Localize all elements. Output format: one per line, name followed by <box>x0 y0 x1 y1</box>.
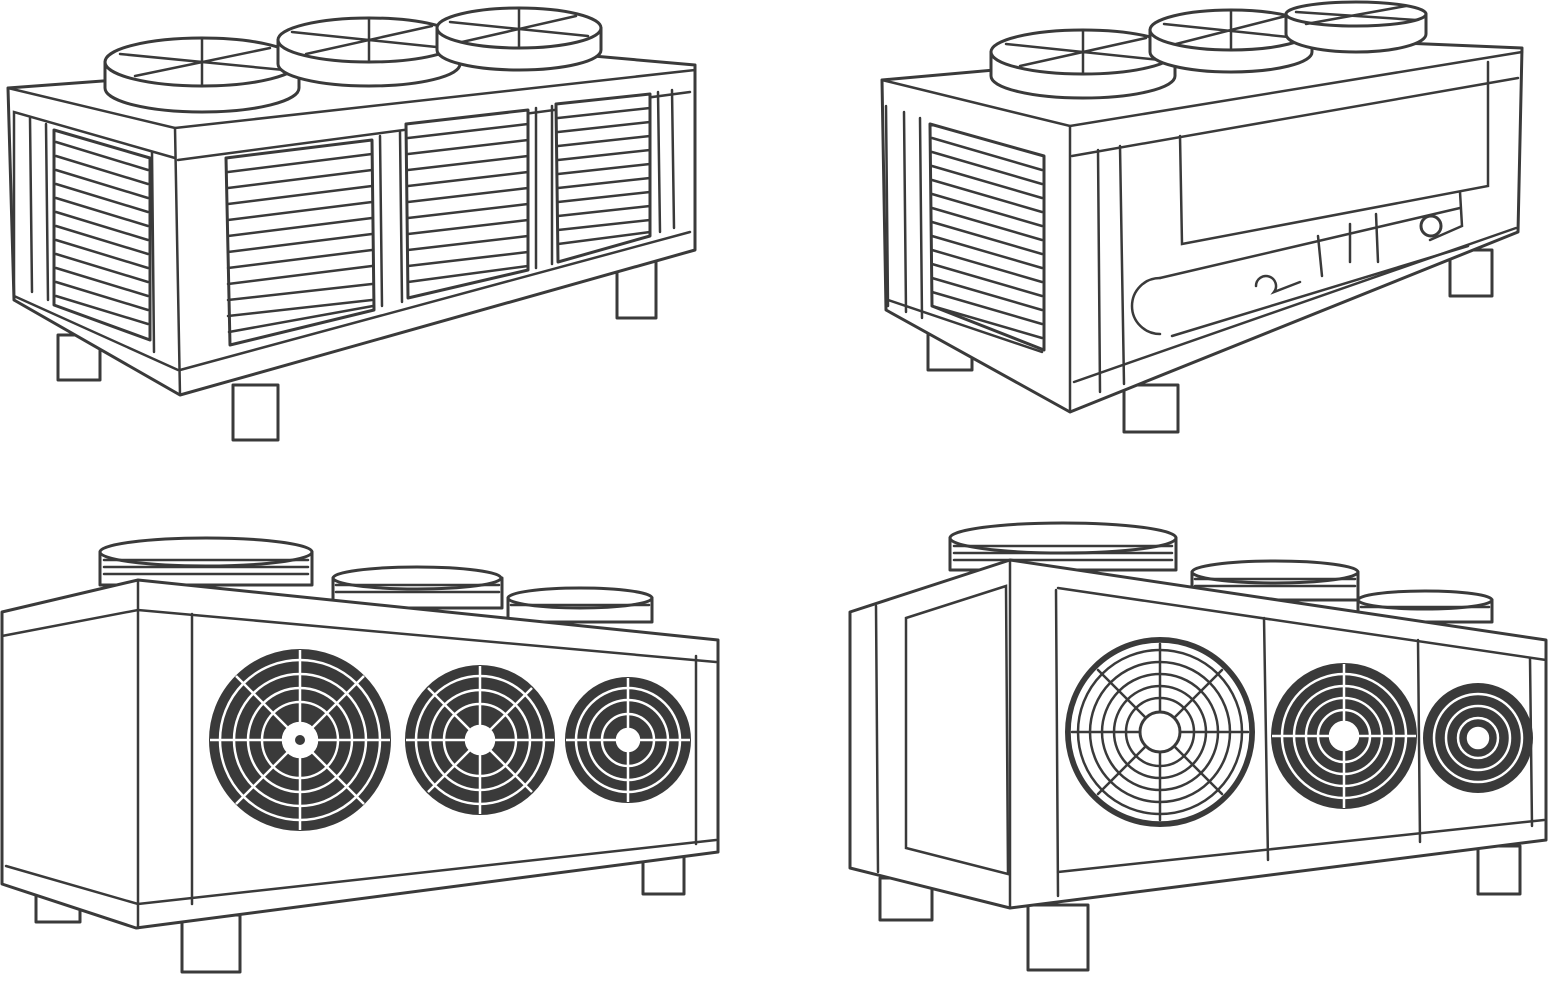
unit-3-front-fan-1 <box>209 649 391 831</box>
unit-4-front-fan-1 <box>1065 637 1255 827</box>
unit-1-louver-front-2 <box>404 108 530 300</box>
unit-4-front-fans-angled <box>848 521 1548 972</box>
unit-1-louver-left <box>52 128 152 342</box>
unit-1-top-fans-side-louvers <box>6 6 697 442</box>
unit-2-top-fan-1 <box>989 28 1177 100</box>
unit-2-top-fan-3 <box>1284 0 1428 54</box>
unit-3-top-fan-3 <box>506 586 654 624</box>
unit-4-front-fan-2 <box>1271 663 1417 809</box>
unit-3-top-fan-1 <box>98 536 314 587</box>
unit-1-top-fan-3 <box>435 6 603 72</box>
unit-1-top-fan-2 <box>276 16 462 88</box>
unit-3-front-fans <box>0 536 720 974</box>
unit-3-front-fan-3 <box>565 677 691 803</box>
unit-4-top-fan-1 <box>948 521 1178 572</box>
unit-1-legs <box>56 258 658 442</box>
unit-2-top-fan-2 <box>1148 8 1314 74</box>
unit-1-top-fan-1 <box>103 36 301 114</box>
unit-4-legs <box>878 844 1522 972</box>
unit-2-top-fans-service-side <box>880 0 1524 434</box>
unit-3-top-fan-2 <box>331 565 504 610</box>
unit-1-louver-front-1 <box>224 138 376 347</box>
unit-1-louver-front-3 <box>554 92 652 264</box>
unit-2-louver-left <box>928 122 1046 352</box>
unit-3-front-fan-2 <box>405 665 555 815</box>
unit-2-service-panel <box>1130 60 1490 338</box>
unit-4-front-fan-3 <box>1423 683 1533 793</box>
